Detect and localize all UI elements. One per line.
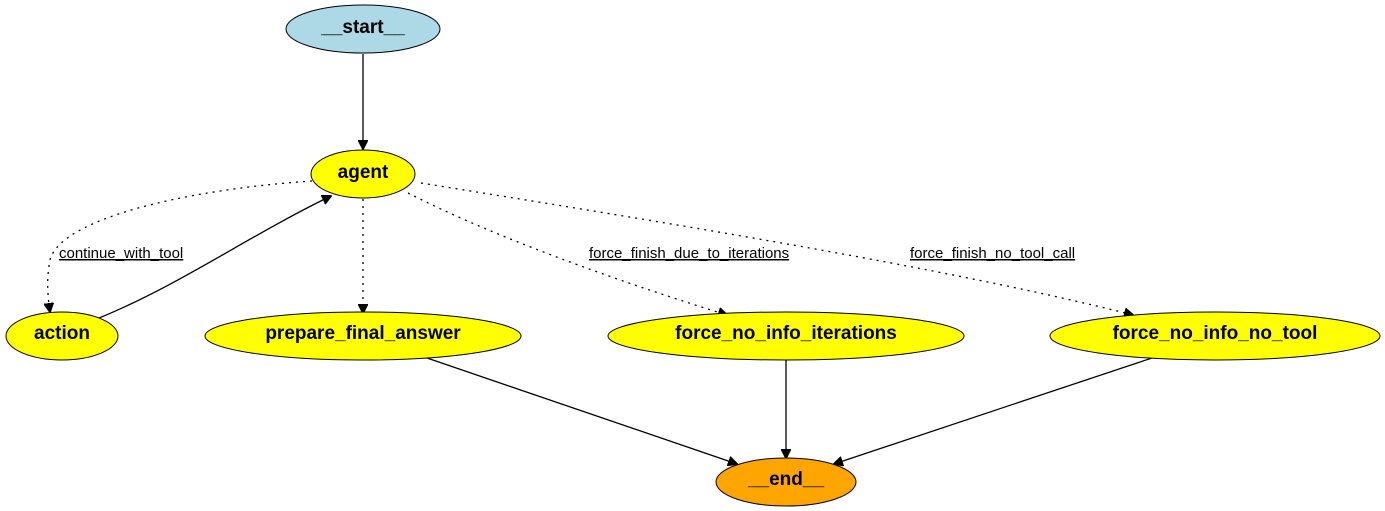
node-agent-label: agent [338,162,389,183]
node-action-shape [5,311,119,361]
node-action[interactable]: action [5,311,119,361]
edges [48,54,1153,464]
edge-action-to-agent [98,196,331,319]
node-start[interactable]: __start__ [285,4,441,54]
edge-agent-to-force-no-info-iterations [407,192,727,315]
edge-agent-to-force-no-info-no-tool [420,182,1133,315]
node-force-no-info-iterations[interactable]: force_no_info_iterations [607,311,965,361]
edge-force-no-info-no-tool-to-end [834,357,1153,464]
edge-label-force-finish-due-to-iterations: force_finish_due_to_iterations [589,245,789,262]
edge-label-continue-with-tool: continue_with_tool [59,245,183,262]
edge-label-force-finish-no-tool-call: force_finish_no_tool_call [910,245,1075,262]
node-start-shape [285,4,441,54]
edge-prepare-final-answer-to-end [426,357,737,464]
nodes: __start__ agent action prepare_final_ans… [5,4,1381,507]
node-end-shape [715,457,857,507]
node-force-no-info-no-tool[interactable]: force_no_info_no_tool [1049,311,1381,361]
node-prepare-final-answer[interactable]: prepare_final_answer [204,311,522,361]
node-force-no-info-no-tool-label: force_no_info_no_tool [1113,323,1318,344]
node-action-label: action [34,323,90,344]
node-force-no-info-no-tool-shape [1049,311,1381,361]
node-prepare-final-answer-shape [204,311,522,361]
node-agent[interactable]: agent [310,149,416,199]
node-end-label: __end__ [747,469,824,490]
node-end[interactable]: __end__ [715,457,857,507]
node-force-no-info-iterations-shape [607,311,965,361]
node-start-label: __start__ [320,17,405,38]
edge-labels: continue_with_tool force_finish_due_to_i… [59,245,1075,262]
node-force-no-info-iterations-label: force_no_info_iterations [675,323,897,344]
node-agent-shape [310,149,416,199]
node-prepare-final-answer-label: prepare_final_answer [265,323,461,344]
edge-agent-to-action [48,180,313,312]
